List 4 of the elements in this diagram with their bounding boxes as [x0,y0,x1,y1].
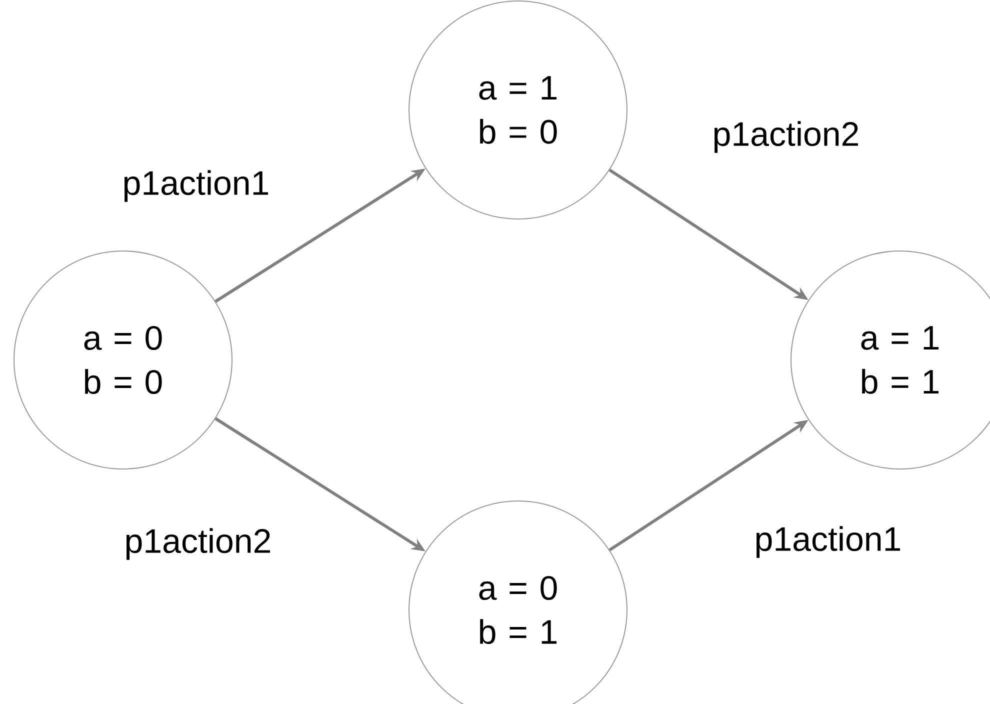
edge-label: p1action2 [126,528,270,560]
edge-label: p1action1 [756,526,900,558]
edge-label: p1action2 [714,121,858,153]
edge-label: p1action1 [124,170,268,202]
